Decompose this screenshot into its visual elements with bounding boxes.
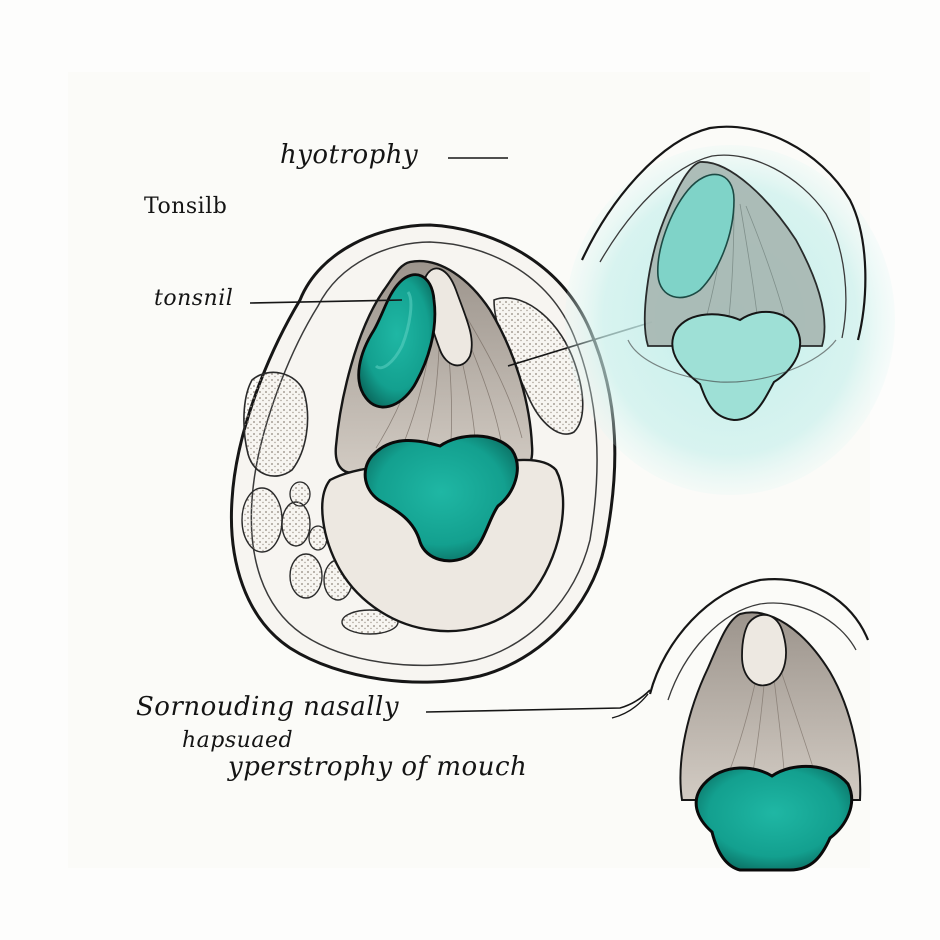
tr-mouth-mass: [671, 311, 802, 422]
left-muscle-lower-1: [241, 487, 283, 553]
main-cross-section: [229, 223, 653, 684]
br-uvula: [741, 614, 787, 687]
left-muscle-upper: [243, 371, 309, 477]
label-tonsil: tonsnil: [154, 286, 234, 311]
br-outer-outline: [648, 578, 870, 695]
surrounding-pointer: [425, 689, 651, 713]
tonsil-pointer: [249, 299, 403, 304]
left-muscle-lower-2: [281, 501, 311, 547]
tr-tonsil: [657, 173, 735, 299]
bottom-right-view: [425, 578, 870, 872]
tonsil-enlarged: [357, 273, 437, 409]
label-hypertrophy: hyotrophy: [280, 140, 419, 170]
top-right-view: [565, 125, 895, 495]
label-hypertrophy-mouth: yperstrophy of mouch: [228, 752, 528, 782]
br-cavity: [679, 611, 862, 801]
br-mouth-mass: [694, 764, 854, 872]
label-hapsused: hapsuaed: [182, 728, 294, 753]
teal-mouth-mass: [363, 434, 519, 563]
label-surrounding: Sornouding nasally: [136, 692, 400, 722]
label-tonsils: Tonsilb: [144, 194, 228, 219]
tr-outer-outline: [581, 125, 867, 341]
